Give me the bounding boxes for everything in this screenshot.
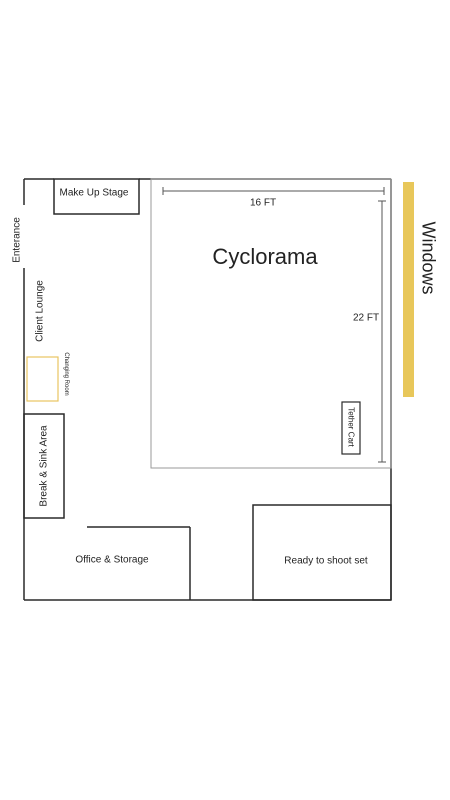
ready-set-room	[252, 504, 392, 601]
ready-set-label: Ready to shoot set	[284, 555, 368, 567]
cyclorama-label: Cyclorama	[212, 244, 318, 269]
changing-room-box	[26, 356, 59, 402]
cyclorama-area	[150, 178, 392, 469]
entrance-label: Enterance	[11, 217, 23, 263]
outer-walls	[23, 178, 392, 601]
makeup-stage-room	[53, 178, 140, 215]
height-dimension-line	[378, 200, 386, 463]
office-storage-walls	[87, 526, 191, 600]
break-sink-room	[23, 413, 65, 519]
tether-cart-box	[341, 401, 361, 455]
changing-room-label: Changing Room	[63, 352, 69, 396]
client-lounge-label: Client Lounge	[34, 280, 46, 342]
width-dimension-line	[162, 187, 385, 195]
height-dimension-label: 22 FT	[352, 312, 380, 324]
break-sink-label: Break & Sink Area	[38, 425, 50, 507]
windows-bar	[403, 182, 414, 397]
office-storage-label: Office & Storage	[75, 554, 149, 566]
width-dimension-label: 16 FT	[249, 197, 277, 209]
windows-label: Windows	[418, 221, 439, 295]
tether-cart-label: Tether Cart	[346, 407, 356, 447]
makeup-stage-label: Make Up Stage	[59, 187, 129, 199]
